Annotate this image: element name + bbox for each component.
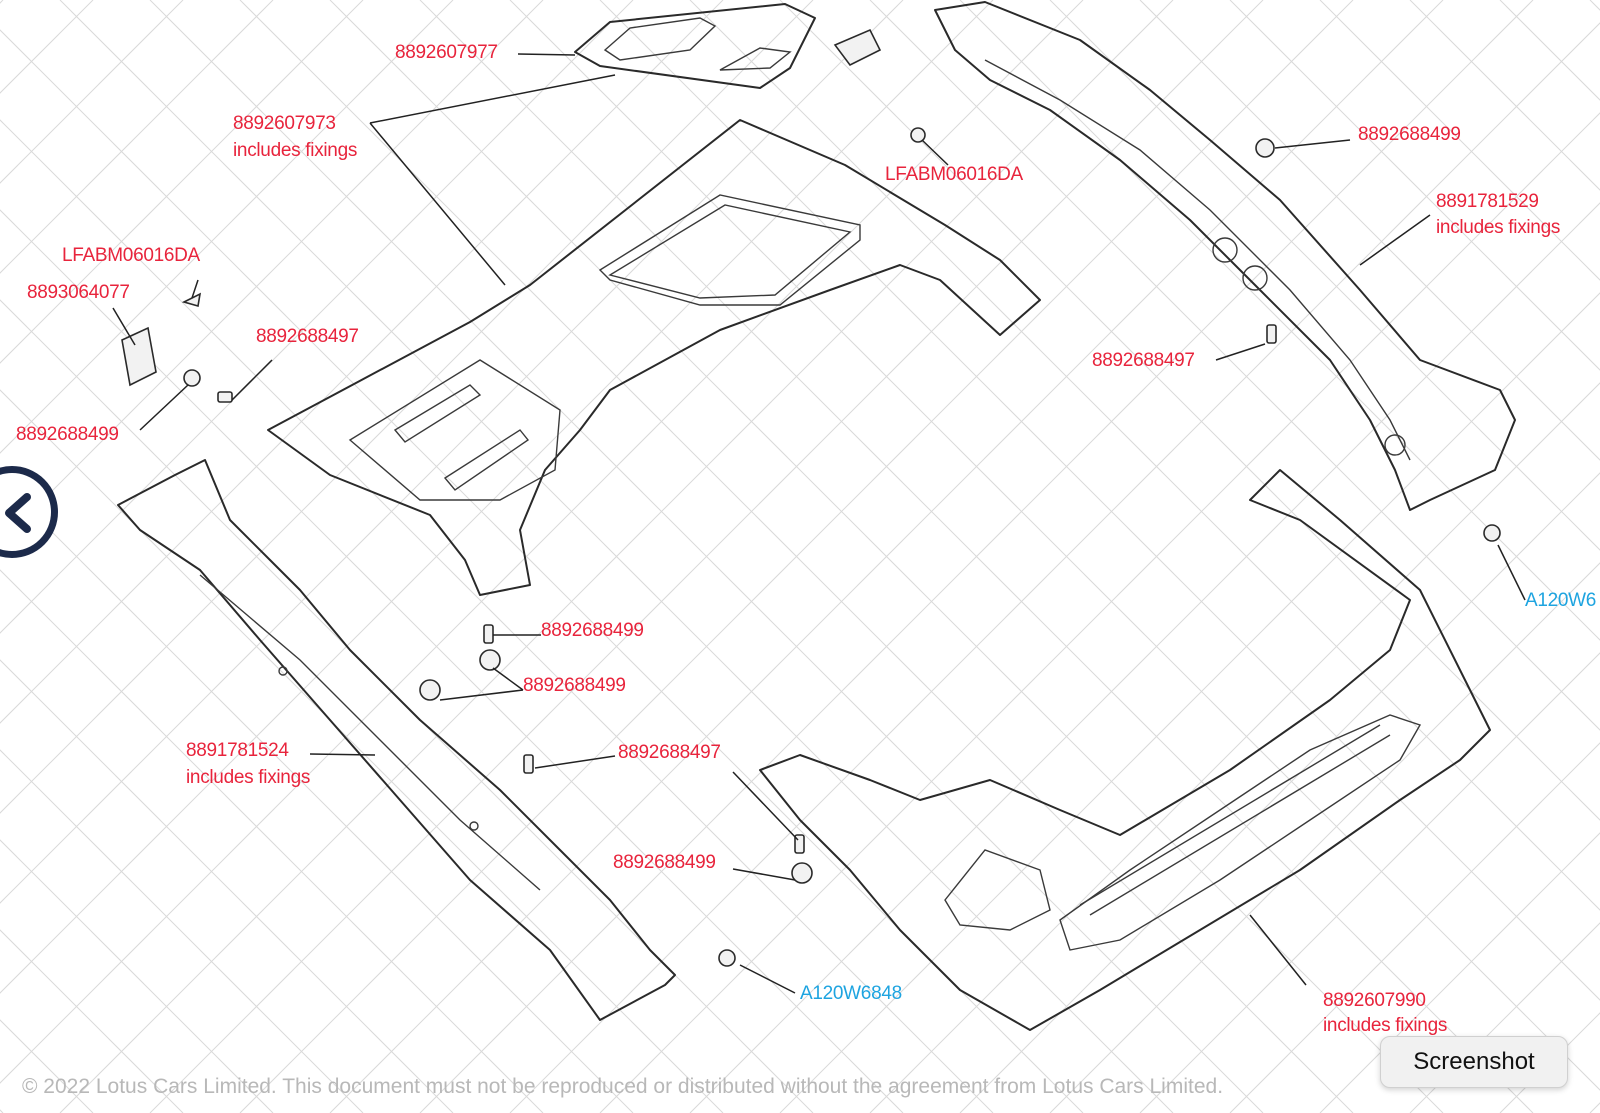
label-grommet-left: 8892688499 (16, 424, 119, 445)
label-screw-left: LFABM06016DA (62, 245, 200, 266)
label-top-vent: 8892607977 (395, 42, 498, 63)
label-bracket-left: 8893064077 (27, 282, 130, 303)
label-clip-right: A120W6 (1525, 590, 1597, 611)
right-pillar-part (934, 1, 1516, 511)
clip-lower (718, 949, 736, 967)
pin-mid (483, 624, 494, 644)
label-right-pillar: 8891781529 (1436, 191, 1539, 212)
top-vent-part (574, 3, 816, 89)
chevron-left-icon (5, 493, 31, 533)
lower-panel-part (759, 469, 1491, 1031)
screenshot-button[interactable]: Screenshot (1380, 1036, 1568, 1088)
label-left-pillar: 8891781524 (186, 740, 289, 761)
left-pillar-part (117, 459, 676, 1021)
label-pin-lower: 8892688497 (618, 742, 721, 763)
label-grommet-mid: 8892688499 (523, 675, 626, 696)
grommet-mid-2 (419, 679, 441, 701)
label-grommet-top-right: 8892688499 (1358, 124, 1461, 145)
screw-center (910, 127, 926, 143)
bracket-top (833, 28, 882, 67)
grommet-lower (791, 862, 813, 884)
label-pin-mid: 8892688499 (541, 620, 644, 641)
grommet-mid-1 (479, 649, 501, 671)
grommet-top-right (1255, 138, 1275, 158)
bracket-left (121, 326, 157, 387)
pin-right (1266, 324, 1277, 344)
label-right-pillar-note: includes fixings (1436, 217, 1561, 238)
label-pin-left: 8892688497 (256, 326, 359, 347)
grommet-left (183, 369, 201, 387)
label-upper-panel: 8892607973 (233, 113, 336, 134)
label-upper-panel-note: includes fixings (233, 140, 358, 161)
label-left-pillar-note: includes fixings (186, 767, 311, 788)
clip-right (1483, 524, 1501, 542)
label-grommet-lower: 8892688499 (613, 852, 716, 873)
upper-panel-part (267, 119, 1041, 596)
fixings (121, 28, 1501, 967)
copyright-footer: © 2022 Lotus Cars Limited. This document… (22, 1075, 1224, 1098)
pin-left (217, 391, 233, 403)
label-lower-panel: 8892607990 (1323, 990, 1426, 1011)
pin-lower (523, 754, 534, 774)
label-pin-right: 8892688497 (1092, 350, 1195, 371)
label-screw-center: LFABM06016DA (885, 164, 1023, 185)
leader-lines (112, 53, 1526, 994)
label-lower-panel-note: includes fixings (1323, 1015, 1448, 1036)
label-clip-lower: A120W6848 (800, 983, 902, 1004)
